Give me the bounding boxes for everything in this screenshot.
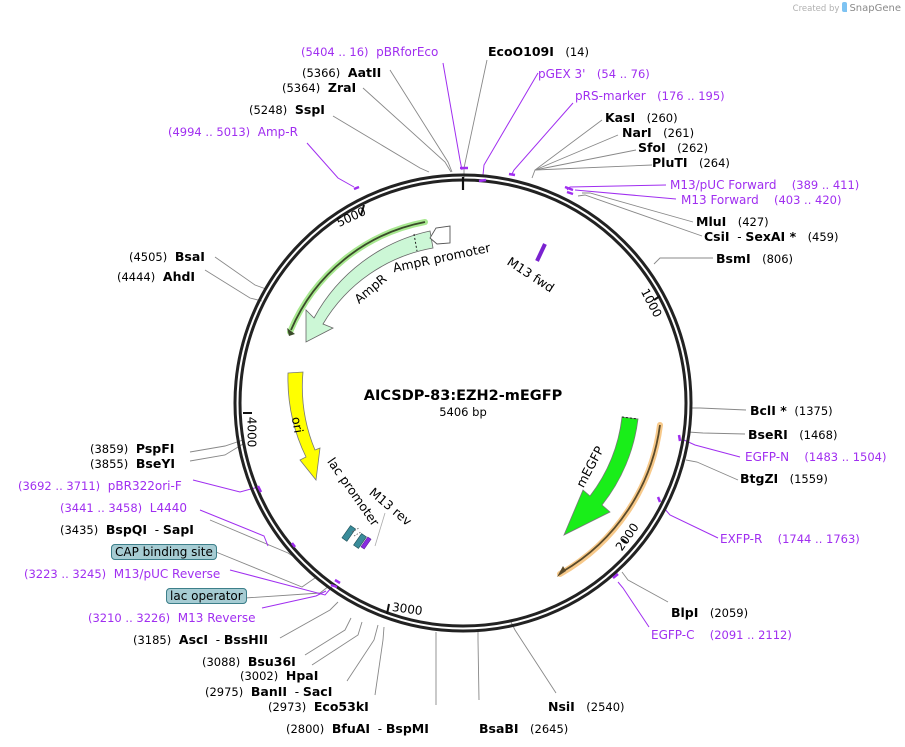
enzyme-label-bfuai-bspmi[interactable]: (2800) BfuAI - BspMI	[286, 721, 429, 737]
enzyme-label-asci-bsshii[interactable]: (3185) AscI - BssHII	[133, 632, 269, 648]
primer-label-l4440[interactable]: (3441 .. 3458) L4440	[60, 501, 188, 515]
ampr-feature-arrow	[305, 230, 434, 343]
primer-leader-lines	[192, 62, 741, 628]
enzyme-label-aatii[interactable]: (5366) AatII	[302, 65, 382, 81]
enzyme-label-ahdi[interactable]: (4444) AhdI	[117, 269, 196, 285]
primer-label-egfp-c[interactable]: EGFP-C (2091 .. 2112)	[651, 628, 792, 642]
feature-label-cap-binding-site[interactable]: CAP binding site	[111, 544, 217, 560]
enzyme-label-banii-saci[interactable]: (2975) BanII - SacI	[205, 684, 333, 700]
enzyme-label-zrai[interactable]: (5364) ZraI	[282, 80, 357, 96]
primer-label-egfp-n[interactable]: EGFP-N (1483 .. 1504)	[745, 450, 887, 464]
enzyme-label-csii-sexai[interactable]: CsiI - SexAI * (459)	[704, 229, 839, 245]
enzyme-label-pspfi[interactable]: (3859) PspFI	[90, 441, 175, 457]
tick-label-4000: 4000	[244, 416, 259, 448]
snapgene-logo-icon	[842, 2, 848, 12]
enzyme-label-sspi[interactable]: (5248) SspI	[249, 102, 325, 118]
primer-label-exfp-r[interactable]: EXFP-R (1744 .. 1763)	[720, 532, 860, 546]
primer-label-prs-marker[interactable]: pRS-marker (176 .. 195)	[575, 89, 725, 103]
ori-feature-arrow	[287, 371, 321, 481]
enzyme-label-bcli[interactable]: BclI * (1375)	[750, 403, 833, 419]
ampr-promoter-arrow	[429, 225, 451, 245]
primer-label-pgex3[interactable]: pGEX 3' (54 .. 76)	[538, 67, 650, 81]
enzyme-label-sfoi[interactable]: SfoI (262)	[638, 140, 709, 156]
megfp-feature-arrow	[563, 416, 639, 536]
credit-prefix: Created by	[792, 4, 840, 14]
megfp-region-highlight	[557, 422, 663, 577]
primer-label-amp-r[interactable]: (4994 .. 5013) Amp-R	[168, 125, 298, 139]
enzyme-label-nsii[interactable]: NsiI (2540)	[548, 699, 625, 715]
enzyme-label-pluti[interactable]: PluTI (264)	[652, 155, 730, 171]
m13-fwd-marker	[535, 243, 547, 262]
enzyme-label-bspqi-sapi[interactable]: (3435) BspQI - SapI	[60, 522, 194, 538]
enzyme-label-bseyi[interactable]: (3855) BseYI	[90, 456, 176, 472]
plasmid-backbone-outer	[233, 173, 693, 633]
enzyme-label-mlui[interactable]: MluI (427)	[696, 214, 769, 230]
primer-label-m13-puc-reverse[interactable]: (3223 .. 3245) M13/pUC Reverse	[24, 567, 221, 581]
enzyme-label-bseri[interactable]: BseRI (1468)	[748, 427, 838, 443]
credit-brand: SnapGene	[849, 3, 901, 14]
enzyme-label-bsabi[interactable]: BsaBI (2645)	[479, 721, 569, 737]
snapgene-credit: Created by SnapGene	[793, 2, 901, 14]
enzyme-label-hpai[interactable]: (3002) HpaI	[240, 668, 319, 684]
plasmid-name: AICSDP-83:EZH2-mEGFP	[363, 388, 563, 404]
primer-markers	[256, 166, 682, 589]
feature-label-lac-operator[interactable]: lac operator	[166, 588, 247, 604]
primer-label-m13-puc-forward[interactable]: M13/pUC Forward (389 .. 411)	[670, 178, 860, 192]
enzyme-label-nari[interactable]: NarI (261)	[622, 125, 695, 141]
enzyme-leader-lines	[189, 59, 747, 705]
plasmid-length: 5406 bp	[439, 405, 487, 419]
lac-feature-cluster	[341, 525, 372, 550]
enzyme-label-btgzi[interactable]: BtgZI (1559)	[740, 471, 828, 487]
enzyme-label-bsai[interactable]: (4505) BsaI	[129, 249, 205, 265]
enzyme-label-kasi[interactable]: KasI (260)	[605, 110, 678, 126]
enzyme-label-bsmi[interactable]: BsmI (806)	[716, 251, 794, 267]
enzyme-label-bsu36i[interactable]: (3088) Bsu36I	[202, 654, 296, 670]
enzyme-label-ecoo109i[interactable]: EcoO109I (14)	[488, 44, 589, 60]
primer-label-pbr322ori-f[interactable]: (3692 .. 3711) pBR322ori-F	[18, 479, 182, 493]
primer-label-m13-forward[interactable]: M13 Forward (403 .. 420)	[681, 193, 842, 207]
enzyme-label-blpi[interactable]: BlpI (2059)	[671, 605, 749, 621]
enzyme-label-eco53ki[interactable]: (2973) Eco53kI	[268, 699, 369, 715]
primer-label-m13-reverse[interactable]: (3210 .. 3226) M13 Reverse	[88, 611, 256, 625]
primer-label-pbrforeco[interactable]: (5404 .. 16) pBRforEco	[301, 45, 439, 59]
